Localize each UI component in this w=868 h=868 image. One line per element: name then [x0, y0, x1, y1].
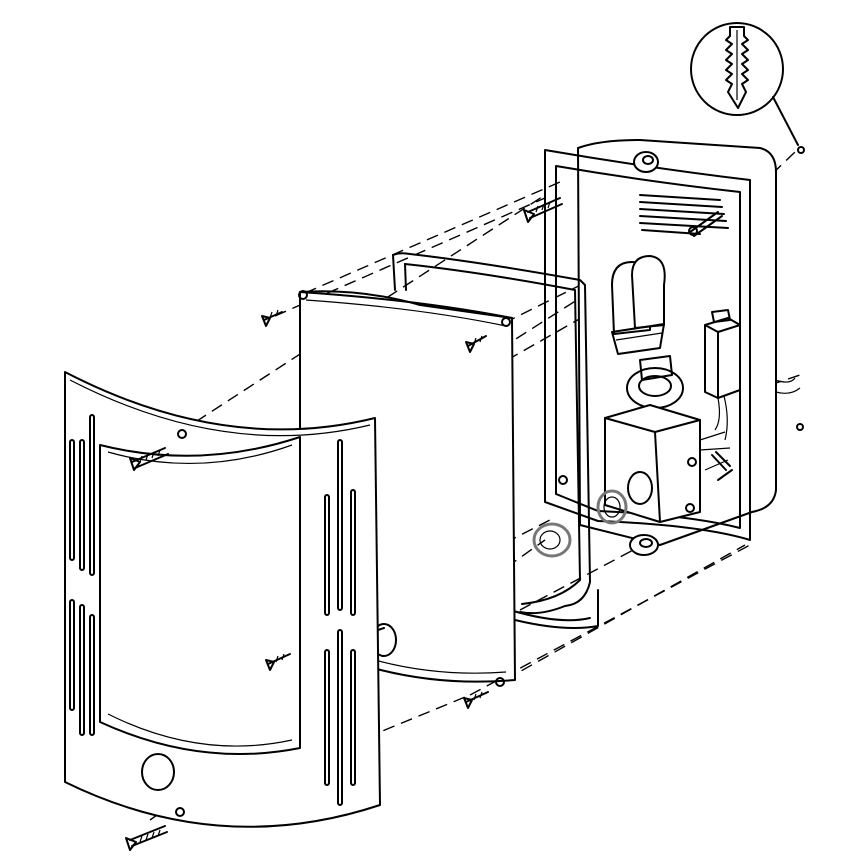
mounting-lug-bottom — [629, 534, 659, 556]
terminal-box — [604, 404, 733, 523]
fixing-screw — [689, 211, 723, 237]
housing-screw-hole — [558, 475, 568, 485]
cover-screw — [463, 691, 489, 709]
cover-screw — [129, 447, 169, 471]
vent-slots — [639, 194, 729, 235]
wall-plug-icon — [725, 26, 749, 109]
wall-plug-callout — [690, 22, 805, 431]
ballast — [704, 309, 741, 441]
wall-plug-hole-lower — [796, 423, 804, 431]
cover-screw — [261, 309, 283, 327]
cover-slots-left — [69, 414, 95, 736]
mounting-lug-top — [633, 151, 659, 173]
housing-screw-hole — [688, 226, 698, 236]
cover-screw — [125, 825, 168, 851]
cable-grommet — [532, 522, 572, 558]
cable-grommet — [596, 489, 628, 525]
cover-screw — [465, 335, 487, 353]
cover-screw — [265, 653, 291, 671]
lamp-holder — [626, 355, 684, 409]
front-cover — [64, 371, 381, 828]
cover-slots-right — [324, 439, 356, 806]
wall-plug-hole — [797, 146, 805, 154]
bulb — [611, 255, 666, 355]
fixing-screw — [523, 197, 563, 223]
wire-frame — [392, 252, 599, 629]
